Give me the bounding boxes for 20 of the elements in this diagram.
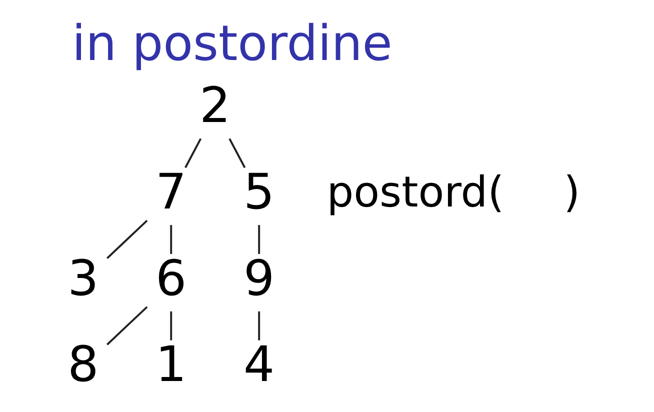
node-text: 8 (67, 336, 98, 394)
connector (106, 306, 148, 346)
node-text: 3 (67, 250, 98, 307)
connector (170, 311, 172, 340)
node-text: 1 (155, 336, 186, 394)
connector (170, 225, 172, 254)
node-text: 2 (199, 77, 230, 134)
label: postord( (326, 167, 504, 216)
label: ) (563, 167, 580, 216)
node-text: 7 (155, 163, 186, 220)
connector (258, 225, 260, 254)
node-text: 4 (243, 336, 274, 394)
node-text: 5 (243, 163, 274, 220)
connector (184, 138, 202, 168)
node-text: 9 (243, 250, 274, 307)
connector (106, 220, 148, 259)
diagram-title: in postordine (72, 15, 392, 72)
node-text: 6 (155, 250, 186, 307)
connector (258, 311, 260, 340)
connector (228, 138, 246, 168)
